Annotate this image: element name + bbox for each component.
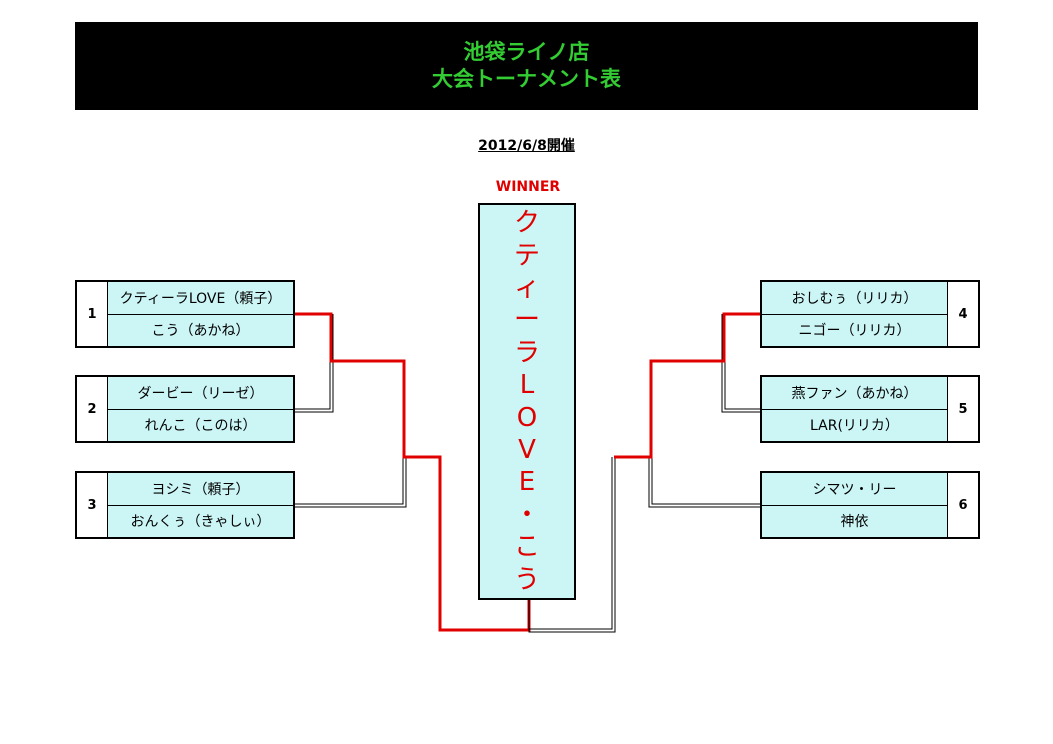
seed-number: 5 — [947, 377, 978, 441]
player-name: おんくぅ（きゃしぃ） — [130, 514, 271, 531]
seed-number: 6 — [947, 473, 978, 537]
winner-label: WINNER — [495, 179, 561, 195]
left-winning-lines — [295, 312, 531, 632]
player-name: おしむぅ（リリカ） — [762, 282, 947, 315]
match-box-2: 2 ダービー（リーゼ） れんこ（このは） — [75, 375, 295, 443]
winner-char: こ — [513, 532, 540, 563]
title-line-1: 池袋ライノ店 — [463, 40, 590, 64]
left-losing-lines — [295, 314, 407, 508]
winner-char: う — [513, 564, 540, 595]
seed-number: 1 — [77, 282, 108, 346]
winner-char: ・ — [513, 499, 540, 530]
player-name: クティーラLOVE（頼子） — [108, 282, 293, 315]
winner-name: ク テ ィ ー ラ L O V E ・ こ う — [480, 205, 574, 598]
player-name: 神依 — [840, 514, 869, 531]
winner-char: E — [518, 467, 536, 498]
winner-char: ラ — [513, 337, 540, 368]
player-name: こう（あかね） — [151, 323, 250, 340]
winner-char: ー — [513, 305, 540, 336]
winner-char: テ — [513, 240, 540, 271]
title-banner: 池袋ライノ店 大会トーナメント表 — [75, 22, 978, 110]
seed-number: 4 — [947, 282, 978, 346]
player-name: ダービー（リーゼ） — [108, 377, 293, 410]
winner-char: V — [518, 435, 536, 466]
player-name: LAR(リリカ） — [810, 418, 899, 435]
right-losing-lines — [528, 314, 760, 633]
player-name: れんこ（このは） — [144, 418, 257, 435]
winner-char: O — [516, 402, 538, 433]
match-box-6: シマツ・リー 神依 6 — [760, 471, 980, 539]
match-box-4: おしむぅ（リリカ） ニゴー（リリカ） 4 — [760, 280, 980, 348]
right-winning-lines — [614, 312, 760, 459]
match-box-1: 1 クティーラLOVE（頼子） こう（あかね） — [75, 280, 295, 348]
player-name: ヨシミ（頼子） — [108, 473, 293, 506]
title-line-2: 大会トーナメント表 — [432, 67, 621, 91]
event-date: 2012/6/8開催 — [478, 138, 575, 154]
seed-number: 3 — [77, 473, 108, 537]
winner-box: ク テ ィ ー ラ L O V E ・ こ う — [478, 203, 576, 600]
winner-char: ィ — [513, 273, 540, 304]
player-name: 燕ファン（あかね） — [762, 377, 947, 410]
winner-char: L — [519, 370, 535, 401]
match-box-5: 燕ファン（あかね） LAR(リリカ） 5 — [760, 375, 980, 443]
player-name: ニゴー（リリカ） — [798, 323, 911, 340]
match-box-3: 3 ヨシミ（頼子） おんくぅ（きゃしぃ） — [75, 471, 295, 539]
seed-number: 2 — [77, 377, 108, 441]
player-name: シマツ・リー — [762, 473, 947, 506]
winner-char: ク — [513, 208, 540, 239]
